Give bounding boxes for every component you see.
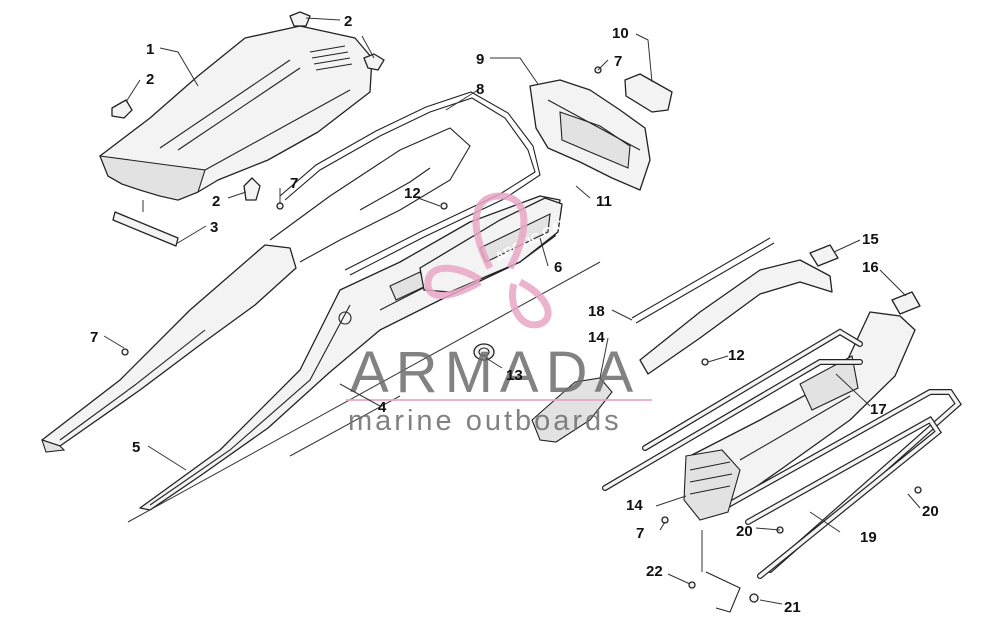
callout-13: 13: [506, 367, 523, 384]
callout-12-center: 12: [404, 185, 421, 202]
part-rear-bracket: [529, 79, 651, 191]
callout-7-top: 7: [614, 53, 622, 70]
callout-2-lower: 2: [212, 193, 220, 210]
callout-17: 17: [870, 401, 887, 418]
callout-4: 4: [378, 399, 387, 416]
part-snow-flap: [683, 449, 741, 521]
callout-1: 1: [146, 41, 154, 58]
part-bumper-rods: [602, 328, 962, 579]
callout-leaders: [103, 17, 921, 605]
part-hardware: [121, 66, 922, 613]
callout-14-lower: 14: [626, 497, 643, 514]
watermark: ARMADA marine outboards: [346, 192, 652, 437]
callout-12-right: 12: [728, 347, 745, 364]
watermark-brand: ARMADA: [350, 340, 640, 405]
callout-7-lower: 7: [636, 525, 644, 542]
callout-6: 6: [554, 259, 562, 276]
callout-7-left: 7: [90, 329, 98, 346]
part-decal-15: [809, 244, 839, 267]
watermark-logo: [424, 192, 552, 329]
part-clip-2d: [243, 177, 261, 201]
callout-21: 21: [784, 599, 801, 616]
callout-19: 19: [860, 529, 877, 546]
callout-20-lower: 20: [736, 523, 753, 540]
callout-3: 3: [210, 219, 218, 236]
part-seat-cover: [99, 25, 373, 201]
callout-18: 18: [588, 303, 605, 320]
callout-7-center: 7: [290, 175, 298, 192]
watermark-tagline: marine outboards: [348, 405, 622, 437]
callout-15: 15: [862, 231, 879, 248]
callout-14-upper: 14: [588, 329, 605, 346]
callout-9: 9: [476, 51, 484, 68]
callout-22: 22: [646, 563, 663, 580]
part-clip-2c: [111, 99, 133, 119]
callout-2-left: 2: [146, 71, 154, 88]
part-mud-guard-upper: [531, 377, 613, 443]
callout-10: 10: [612, 25, 629, 42]
part-fuel-cap: [473, 343, 495, 361]
callout-5: 5: [132, 439, 140, 456]
callout-16: 16: [862, 259, 879, 276]
part-trim-rail: [631, 237, 775, 324]
part-seat-strip: [112, 211, 179, 247]
callout-11: 11: [596, 193, 612, 210]
callout-20-right: 20: [922, 503, 939, 520]
reference-lines: [127, 200, 703, 572]
part-tail-light: [624, 73, 673, 113]
callouts: 1 2 2 2 3 4 5 6 7 7 7 7 8 9 10 11 12 12 …: [90, 13, 939, 616]
part-side-panel-left: [41, 244, 297, 453]
callout-2-top: 2: [344, 13, 352, 30]
callout-8: 8: [476, 81, 484, 98]
part-inner-frame: [269, 127, 471, 263]
part-clip-2a: [289, 11, 311, 27]
part-upper-rail: [639, 259, 833, 375]
